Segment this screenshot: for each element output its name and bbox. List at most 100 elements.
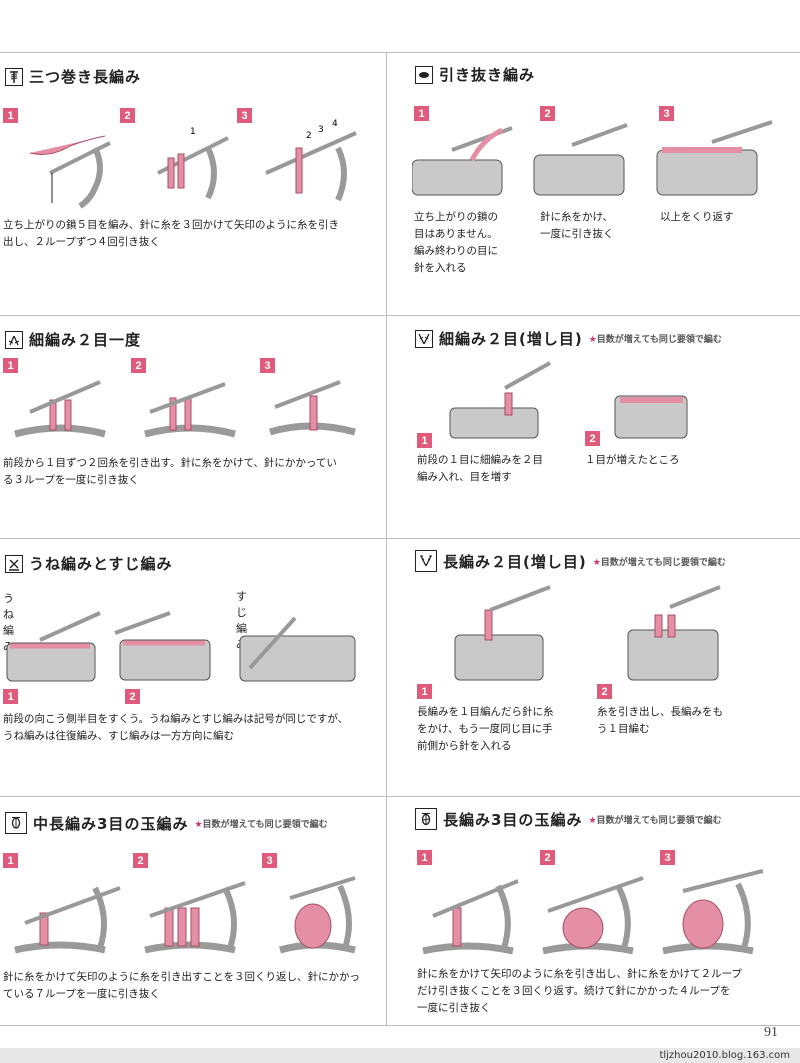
- step-number: 2: [540, 106, 555, 121]
- slip-stitch-symbol-icon: [415, 65, 433, 84]
- desc-line: 前段から１目ずつ２回糸を引き出す。針に糸をかけて、針にかかってい: [3, 457, 337, 469]
- dc-increase-illustration: [454, 585, 721, 681]
- step-number: 1: [417, 684, 432, 699]
- sc2tog-illustration: [14, 380, 356, 438]
- section-title: 長編み3目の玉編み: [443, 810, 583, 829]
- desc-line: 立ち上がりの鎖５目を編み、針に糸を３回かけて矢印のように糸を引き: [3, 219, 339, 231]
- desc-line: ている７ループを一度に引き抜く: [3, 988, 160, 1000]
- desc-line: 以上をくり返す: [660, 211, 734, 223]
- section-note: ★目数が増えても同じ要領で編む: [588, 815, 722, 826]
- arrow-label: 4: [332, 119, 338, 129]
- desc-line: る３ループを一度に引き抜く: [3, 474, 139, 486]
- section-title-row: うね編みとすじ編み: [5, 553, 173, 574]
- slip-stitch-illustration: [412, 120, 773, 196]
- step-number: 2: [133, 853, 148, 868]
- step3-description: 以上をくり返す: [660, 209, 770, 226]
- hdc-bobble-illustration: [14, 876, 356, 954]
- step-number: 2: [540, 850, 555, 865]
- triple-treble-symbol-icon: [5, 67, 23, 86]
- ridge-stitch-symbol-icon: [5, 554, 23, 573]
- section-description: 立ち上がりの鎖５目を編み、針に糸を３回かけて矢印のように糸を引き 出し、２ループ…: [3, 217, 378, 251]
- desc-line: 前段の向こう側半目をすくう。うね編みとすじ編みは記号が同じですが、: [3, 713, 349, 725]
- step-number: 1: [417, 850, 432, 865]
- desc-line: だけ引き抜くことを３回くり返す。続けて針にかかった４ループを: [417, 985, 731, 997]
- desc-line: 糸を引き出し、長編みをも: [597, 706, 723, 718]
- sc-increase-symbol-icon: [415, 329, 433, 348]
- sc-increase-illustration: [449, 361, 688, 439]
- dc-bobble-illustration: [422, 869, 764, 955]
- desc-line: 針を入れる: [414, 262, 467, 274]
- desc-line: 編み入れ、目を増す: [417, 471, 512, 483]
- page-number: 91: [764, 1025, 778, 1040]
- section-description: 前段の向こう側半目をすくう。うね編みとすじ編みは記号が同じですが、 うね編みは往…: [3, 711, 381, 745]
- note-text: 目数が増えても同じ要領で編む: [596, 335, 722, 345]
- step-number: 1: [3, 853, 18, 868]
- step2-description: 針に糸をかけ、 一度に引き抜く: [540, 209, 650, 243]
- triple-treble-illustration: 1 2 3 4: [29, 119, 357, 209]
- top-rule: [0, 52, 800, 53]
- section-title: 細編み２目(増し目): [439, 330, 583, 348]
- section-title: うね編みとすじ編み: [29, 555, 173, 573]
- footer-bar: [0, 1048, 800, 1063]
- section-title-row: 細編み２目(増し目) ★目数が増えても同じ要領で編む: [415, 328, 722, 349]
- section-title-row: 長編み２目(増し目) ★目数が増えても同じ要領で編む: [415, 550, 726, 572]
- step-number: 2: [131, 358, 146, 373]
- section-note: ★目数が増えても同じ要領で編む: [592, 557, 726, 568]
- section-title: 長編み２目(増し目): [443, 552, 587, 571]
- desc-line: 針に糸をかけて矢印のように糸を引き出すことを３回くり返し、針にかかっ: [3, 971, 360, 983]
- desc-line: 前側から針を入れる: [417, 740, 512, 752]
- step1-description: 長編みを１目編んだら針に糸 をかけ、もう一度同じ目に手 前側から針を入れる: [417, 704, 587, 755]
- section-title-row: 長編み3目の玉編み ★目数が増えても同じ要領で編む: [415, 808, 722, 830]
- column-divider: [386, 52, 387, 1025]
- desc-line: 針に糸をかけて矢印のように糸を引き出し、針に糸をかけて２ループ: [417, 968, 742, 980]
- section-title-row: 中長編み3目の玉編み ★目数が増えても同じ要領で編む: [5, 812, 328, 834]
- desc-line: 編み終わりの目に: [414, 245, 498, 257]
- row-divider-1: [0, 315, 800, 316]
- step-number: 3: [237, 108, 252, 123]
- step1-description: 前段の１目に細編みを２目 編み入れ、目を増す: [417, 452, 577, 486]
- row-divider-2: [0, 538, 800, 539]
- step-number: 2: [125, 689, 140, 704]
- dc-increase-symbol-icon: [415, 550, 437, 572]
- step-number: 1: [414, 106, 429, 121]
- desc-line: 一度に引き抜く: [540, 228, 614, 240]
- section-note: ★目数が増えても同じ要領で編む: [194, 819, 328, 830]
- section-title-row: 細編み２目一度: [5, 329, 141, 350]
- step-number: 2: [585, 431, 600, 446]
- step-number: 3: [260, 358, 275, 373]
- step-number: 1: [3, 689, 18, 704]
- section-description: 針に糸をかけて矢印のように糸を引き出すことを３回くり返し、針にかかっ ている７ル…: [3, 969, 381, 1003]
- step-number: 1: [3, 358, 18, 373]
- desc-line: 目はありません。: [414, 228, 498, 240]
- desc-line: 立ち上がりの鎖の: [414, 211, 498, 223]
- step-number: 1: [417, 433, 432, 448]
- bottom-rule: [0, 1025, 800, 1026]
- desc-line: 出し、２ループずつ４回引き抜く: [3, 236, 160, 248]
- dc-bobble-symbol-icon: [415, 808, 437, 830]
- footer-watermark: tljzhou2010.blog.163.com: [659, 1050, 790, 1061]
- desc-line: 針に糸をかけ、: [540, 211, 613, 223]
- step-number: 2: [120, 108, 135, 123]
- step-number: 3: [262, 853, 277, 868]
- step-number: 1: [3, 108, 18, 123]
- sc2tog-symbol-icon: [5, 330, 23, 349]
- section-title-row: 引き抜き編み: [415, 64, 535, 85]
- desc-line: １目が増えたところ: [585, 454, 680, 466]
- desc-line: 前段の１目に細編みを２目: [417, 454, 543, 466]
- ridge-stitch-illustration: [6, 611, 356, 682]
- desc-line: をかけ、もう一度同じ目に手: [417, 723, 553, 735]
- section-note: ★目数が増えても同じ要領で編む: [588, 335, 722, 345]
- step2-description: １目が増えたところ: [585, 452, 745, 469]
- hdc-bobble-symbol-icon: [5, 812, 27, 834]
- note-text: 目数が増えても同じ要領で編む: [600, 557, 726, 568]
- row-divider-3: [0, 796, 800, 797]
- step-number: 2: [597, 684, 612, 699]
- section-title: 中長編み3目の玉編み: [33, 814, 189, 833]
- step-number: 3: [659, 106, 674, 121]
- arrow-label: 3: [318, 125, 324, 135]
- note-text: 目数が増えても同じ要領で編む: [202, 819, 328, 830]
- note-text: 目数が増えても同じ要領で編む: [596, 815, 722, 826]
- step1-description: 立ち上がりの鎖の 目はありません。 編み終わりの目に 針を入れる: [414, 209, 534, 277]
- desc-line: 一度に引き抜く: [417, 1002, 491, 1014]
